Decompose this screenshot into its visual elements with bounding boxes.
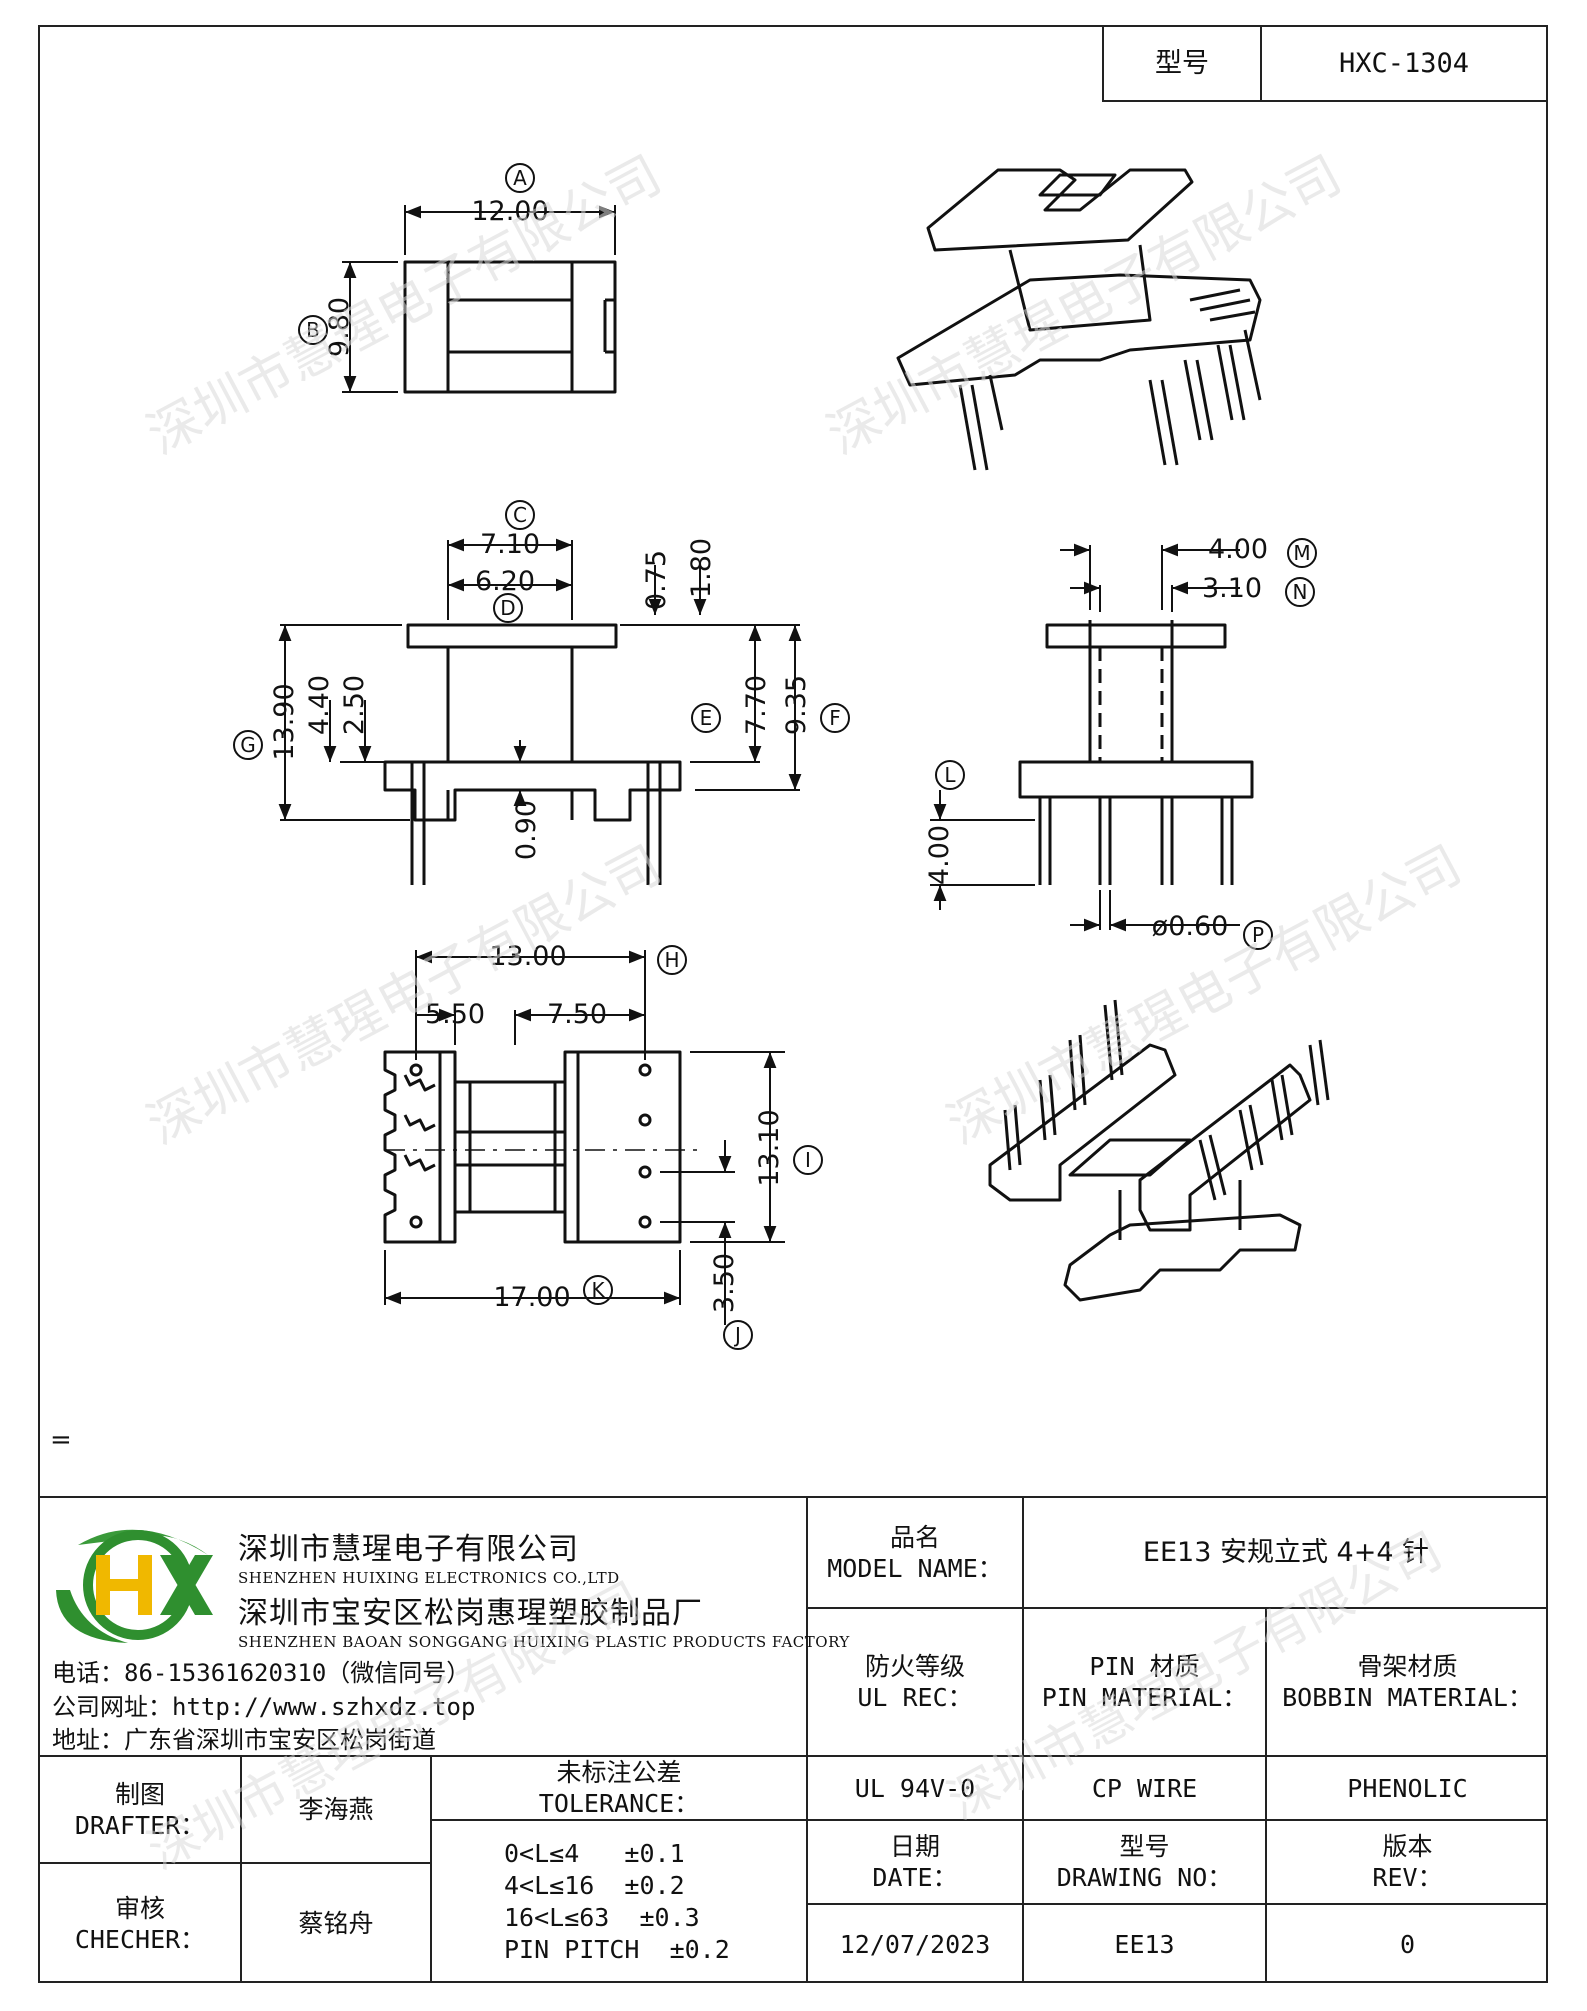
top-view: [403, 260, 617, 394]
marker-n: N: [1293, 580, 1308, 604]
marker-c: C: [513, 503, 527, 527]
svg-text:深圳市慧瑆电子有限公司: 深圳市慧瑆电子有限公司: [138, 145, 671, 467]
dim-e1: 0.75: [641, 550, 672, 610]
svg-text:深圳市慧瑆电子有限公司: 深圳市慧瑆电子有限公司: [938, 835, 1471, 1157]
dim-lines-front: [278, 538, 802, 821]
header-model-label: 型号: [1155, 48, 1209, 79]
side-view: [1018, 620, 1254, 885]
marker-e: E: [700, 706, 713, 730]
bottom-view: [383, 1050, 700, 1244]
dim-d: 6.20: [475, 566, 535, 597]
front-view: [383, 623, 682, 885]
pin-material-value: CP WIRE: [1091, 1773, 1198, 1803]
marker-a: A: [513, 166, 527, 190]
rev-value: 0: [1399, 1929, 1416, 1959]
marker-d: D: [500, 596, 515, 620]
dim-e2: 1.80: [686, 538, 717, 598]
logo-text: HX: [48, 1515, 50, 1516]
factory-name-en: SHENZHEN BAOAN SONGGANG HUIXING PLASTIC …: [238, 1633, 850, 1651]
factory-name-cn: 深圳市宝安区松岗惠瑆塑胶制品厂: [238, 1596, 703, 1631]
iso-view-bottom: [988, 999, 1330, 1302]
note-text: =: [50, 1425, 72, 1455]
dim-j: 3.50: [709, 1253, 740, 1313]
marker-b: B: [306, 318, 320, 342]
company-website[interactable]: 公司网址：http://www.szhxdz.top: [52, 1693, 476, 1721]
model-name-value: EE13 安规立式 4+4 针: [1142, 1537, 1430, 1568]
drawing-no-value: EE13: [1114, 1929, 1175, 1959]
dim-n: 3.10: [1202, 573, 1262, 604]
marker-l: L: [944, 763, 956, 787]
dim-f2: 9.35: [781, 675, 812, 735]
dim-c: 7.10: [480, 529, 540, 560]
dim-k1: 0.90: [511, 800, 542, 860]
date-value: 12/07/2023: [839, 1929, 991, 1959]
dim-p: ø0.60: [1152, 911, 1229, 942]
dim-g1: 13.90: [269, 683, 300, 760]
header-model-value: HXC-1304: [1338, 48, 1470, 79]
dim-k: 17.00: [493, 1282, 570, 1313]
marker-g: G: [240, 733, 256, 757]
svg-text:深圳市慧瑆电子有限公司: 深圳市慧瑆电子有限公司: [138, 835, 671, 1157]
ul-rec-value: UL 94V-0: [854, 1773, 976, 1803]
technical-drawing: A B C D E F G M N L P H I J K 12.00 9.80…: [50, 145, 1471, 1455]
marker-i: I: [805, 1148, 811, 1172]
dim-lines-side: [930, 543, 1240, 932]
marker-m: M: [1293, 541, 1310, 565]
company-logo: HX: [48, 1515, 213, 1643]
dim-h2: 5.50: [425, 999, 485, 1030]
dim-m: 4.00: [1208, 534, 1268, 565]
iso-view-top: [896, 168, 1262, 471]
dim-g3: 2.50: [339, 675, 370, 735]
company-name-en: SHENZHEN HUIXING ELECTRONICS CO.,LTD: [238, 1569, 620, 1587]
drafter-value: 李海燕: [298, 1795, 374, 1824]
drawing-frame: [38, 25, 1548, 1983]
marker-h: H: [664, 948, 679, 972]
dim-g2: 4.40: [304, 675, 335, 735]
dim-l: 4.00: [924, 825, 955, 885]
dim-a: 12.00: [471, 196, 548, 227]
dim-i: 13.10: [754, 1109, 785, 1186]
svg-text:深圳市慧瑆电子有限公司: 深圳市慧瑆电子有限公司: [818, 145, 1351, 467]
marker-k: K: [591, 1278, 605, 1302]
company-phone: 电话：86-15361620310（微信同号）: [52, 1659, 471, 1687]
dim-f1: 7.70: [741, 675, 772, 735]
marker-j: J: [733, 1323, 741, 1347]
dimension-markers: [233, 163, 1317, 1350]
dim-h3: 7.50: [547, 999, 607, 1030]
marker-f: F: [829, 706, 841, 730]
dim-b: 9.80: [324, 297, 355, 357]
company-address: 地址：广东省深圳市宝安区松岗街道: [52, 1726, 436, 1754]
bobbin-material-value: PHENOLIC: [1347, 1773, 1468, 1803]
dim-h1: 13.00: [489, 941, 566, 972]
checker-value: 蔡铭舟: [298, 1909, 374, 1938]
dim-lines-top: [342, 205, 616, 393]
tolerance-table: 0<L≤4 ±0.1 4<L≤16 ±0.2 16<L≤63 ±0.3 PIN …: [504, 1839, 730, 1964]
company-name-cn: 深圳市慧瑆电子有限公司: [238, 1532, 579, 1567]
watermark: 深圳市慧瑆电子有限公司 深圳市慧瑆电子有限公司 深圳市慧瑆电子有限公司 深圳市慧…: [138, 145, 1471, 1157]
marker-p: P: [1252, 923, 1264, 947]
dim-lines-bottom: [384, 950, 785, 1325]
